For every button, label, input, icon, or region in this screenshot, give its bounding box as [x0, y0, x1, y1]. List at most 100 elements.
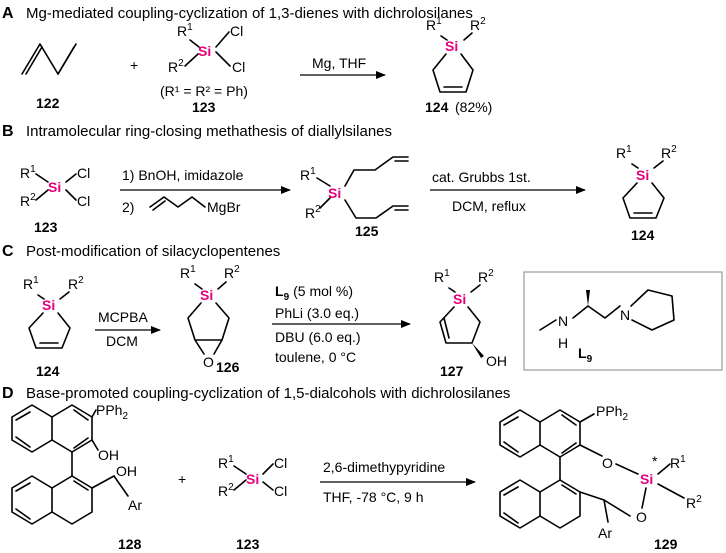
- svg-text:R1: R1: [426, 16, 442, 33]
- svg-text:Ar: Ar: [598, 525, 612, 541]
- svg-text:R2: R2: [478, 268, 494, 285]
- compound-label-124: 124: [425, 99, 449, 115]
- svg-text:N: N: [620, 307, 630, 323]
- compound-127-structure: R1 R2 Si OH: [434, 268, 507, 369]
- section-title-c: Post-modification of silacyclopentenes: [26, 243, 280, 260]
- svg-text:L9: L9: [578, 345, 593, 365]
- step-2-label: 2): [122, 199, 134, 215]
- svg-text:R1: R1: [300, 166, 316, 183]
- svg-text:H: H: [558, 335, 568, 351]
- compound-125-structure: R1 R2 Si: [300, 156, 409, 221]
- svg-text:O: O: [636, 509, 647, 525]
- ligand-loading: (5 mol %): [293, 283, 353, 299]
- svg-text:R1: R1: [616, 144, 632, 161]
- svg-text:Cl: Cl: [77, 193, 90, 209]
- svg-text:R1: R1: [180, 264, 196, 281]
- svg-text:Si: Si: [445, 38, 458, 54]
- plus-sign-d: +: [178, 471, 186, 487]
- section-letter-a: A: [2, 5, 14, 22]
- substituent-constraint: (R¹ = R² = Ph): [160, 83, 248, 99]
- svg-text:L9(5 mol %): L9(5 mol %): [275, 283, 353, 303]
- compound-123-structure-b: R1 R2 Si Cl Cl: [20, 164, 90, 209]
- svg-text:R1: R1: [218, 454, 234, 471]
- section-letter-c: C: [2, 243, 14, 260]
- svg-text:PPh2: PPh2: [96, 402, 128, 422]
- compound-123-structure-d: R1 R2 Si Cl Cl: [218, 454, 287, 499]
- svg-text:PPh2: PPh2: [596, 403, 628, 423]
- section-c: C Post-modification of silacyclopentenes…: [2, 243, 723, 379]
- svg-text:R2: R2: [661, 144, 677, 161]
- svg-text:Ar: Ar: [128, 497, 142, 513]
- compound-124-structure-c: R1 R2 Si: [23, 275, 84, 349]
- svg-text:Si: Si: [42, 297, 55, 313]
- svg-text:OH: OH: [486, 353, 507, 369]
- step-1-reagents: 1) BnOH, imidazole: [122, 167, 244, 183]
- svg-text:Cl: Cl: [274, 455, 287, 471]
- section-letter-d: D: [2, 385, 14, 402]
- svg-text:R2: R2: [20, 192, 36, 209]
- svg-text:Si: Si: [453, 291, 466, 307]
- compound-label-123: 123: [192, 99, 216, 115]
- plus-sign: +: [130, 57, 138, 73]
- svg-text:R1: R1: [20, 164, 36, 181]
- conditions-a: Mg, THF: [312, 55, 366, 71]
- reagent-phli: PhLi (3.0 eq.): [275, 305, 359, 321]
- section-d: D Base-promoted coupling-cyclization of …: [2, 385, 702, 552]
- svg-text:O: O: [602, 455, 613, 471]
- svg-text:Si: Si: [48, 179, 61, 195]
- svg-text:R2: R2: [168, 58, 184, 75]
- conditions-b-below: DCM, reflux: [452, 198, 526, 214]
- compound-122-structure: [21, 43, 77, 75]
- allyl-group: [149, 196, 206, 208]
- svg-text:N: N: [558, 313, 568, 329]
- section-title-b: Intramolecular ring-closing methathesis …: [26, 123, 392, 140]
- compound-label-123-b: 123: [34, 219, 58, 235]
- svg-text:Cl: Cl: [232, 59, 245, 75]
- yield-124: (82%): [455, 99, 492, 115]
- ligand-l9-box: N H N L9: [523, 271, 723, 371]
- compound-label-124-c: 124: [36, 363, 60, 379]
- svg-text:Cl: Cl: [274, 483, 287, 499]
- section-a: A Mg-mediated coupling-cyclization of 1,…: [2, 5, 492, 115]
- compound-124-structure: R1 R2 Si: [426, 16, 486, 93]
- svg-text:Si: Si: [200, 287, 213, 303]
- svg-text:R1: R1: [177, 22, 193, 39]
- compound-129-structure: PPh2 O * Si R1 R2 O Ar: [499, 403, 702, 541]
- svg-text:O: O: [203, 354, 214, 370]
- svg-text:R1: R1: [434, 268, 450, 285]
- svg-text:R2: R2: [224, 264, 240, 281]
- reagent-dbu: DBU (6.0 eq.): [275, 329, 361, 345]
- svg-text:R1: R1: [670, 454, 686, 471]
- compound-label-125: 125: [355, 223, 379, 239]
- svg-text:Cl: Cl: [230, 23, 243, 39]
- compound-label-122: 122: [36, 95, 60, 111]
- compound-label-129: 129: [654, 536, 678, 552]
- conditions-b-above: cat. Grubbs 1st.: [432, 169, 531, 185]
- conditions-d-below: THF, -78 °C, 9 h: [323, 489, 424, 505]
- silicon-atom: Si: [198, 43, 211, 59]
- svg-text:R2: R2: [218, 482, 234, 499]
- grignard-label: MgBr: [207, 199, 241, 215]
- compound-123-structure: R1 R2 Si Cl Cl: [168, 22, 245, 75]
- svg-text:OH: OH: [116, 463, 137, 479]
- compound-label-124-b: 124: [631, 227, 655, 243]
- compound-label-127: 127: [440, 363, 464, 379]
- svg-text:R2: R2: [305, 204, 321, 221]
- svg-text:*: *: [652, 453, 658, 469]
- svg-text:Si: Si: [328, 185, 341, 201]
- compound-label-126: 126: [216, 359, 240, 375]
- svg-text:Cl: Cl: [77, 165, 90, 181]
- svg-text:R2: R2: [470, 16, 486, 33]
- svg-text:R2: R2: [68, 275, 84, 292]
- conditions-d-above: 2,6-dimethypyridine: [323, 459, 445, 475]
- section-letter-b: B: [2, 123, 14, 140]
- solvent-dcm: DCM: [106, 333, 138, 349]
- svg-text:R2: R2: [686, 494, 702, 511]
- compound-128-structure: PPh2 OH OH Ar: [11, 402, 142, 525]
- svg-text:R1: R1: [23, 275, 39, 292]
- svg-text:Si: Si: [640, 471, 653, 487]
- compound-label-123-d: 123: [236, 536, 260, 552]
- compound-126-structure: R1 R2 Si O: [180, 264, 240, 370]
- section-title-a: Mg-mediated coupling-cyclization of 1,3-…: [26, 5, 473, 22]
